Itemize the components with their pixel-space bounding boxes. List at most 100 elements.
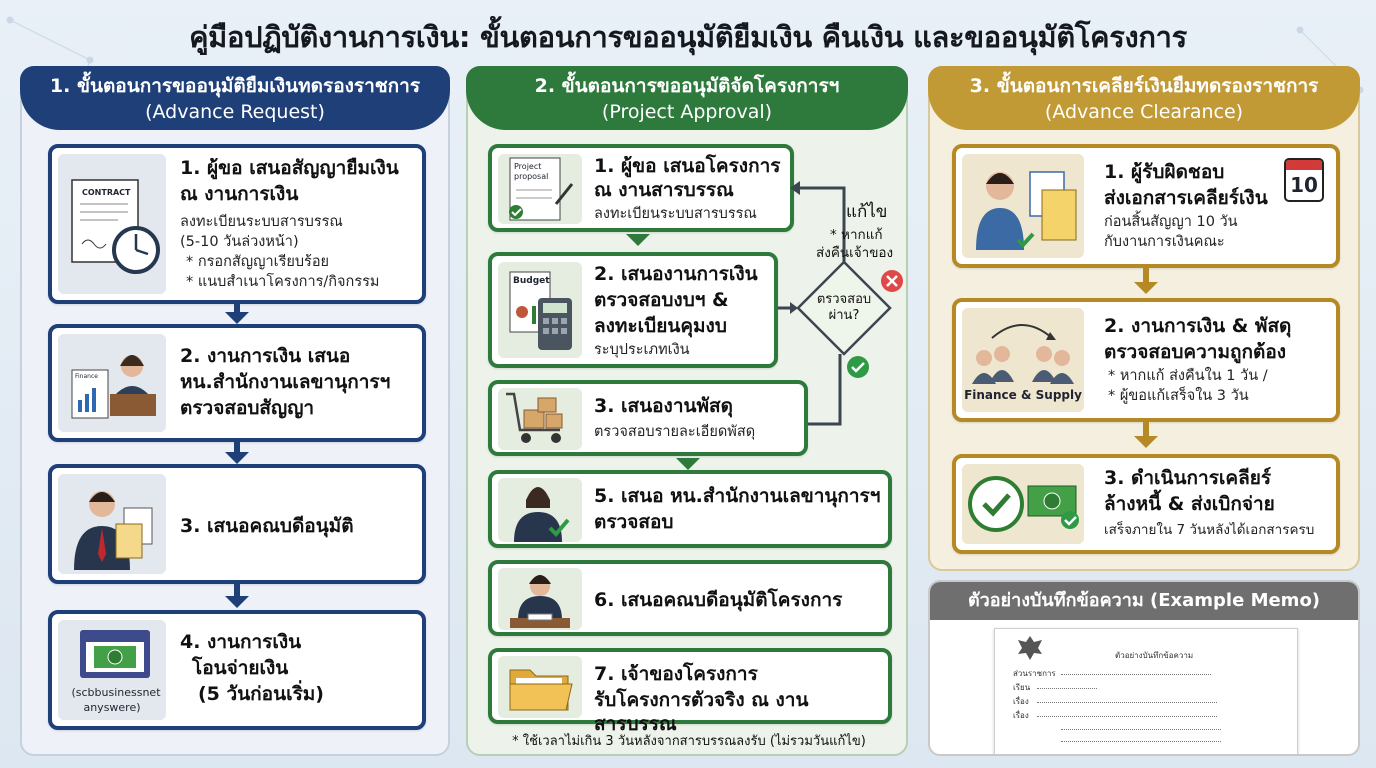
memo-field-line (1061, 674, 1211, 675)
clearance-step-1-title-2: ส่งเอกสารเคลียร์เงิน (1104, 187, 1268, 209)
memo-field-line (1037, 702, 1217, 703)
project-step-1-line: ลงทะเบียนระบบสารบรรณ (594, 206, 757, 222)
flow-arrow-head (225, 596, 249, 608)
project-step-7-title-2: รับโครงการตัวจริง ณ งานสารบรรณ (594, 689, 809, 735)
advance-clearance-subtitle: (Advance Clearance) (1044, 101, 1244, 123)
proposal-label-2: proposal (514, 172, 549, 181)
fix-title: แก้ไข (846, 202, 888, 222)
review-loop-diagram (778, 181, 903, 426)
project-step-3-card: 3. เสนองานพัสดุ ตรวจสอบรายละเอียดพัสดุ (488, 380, 808, 456)
project-step-2-title-2: ตรวจสอบงบฯ & (594, 289, 729, 311)
dean-signing-icon (498, 568, 582, 630)
decision-label: ตรวจสอบ ผ่าน? (816, 292, 872, 323)
memo-document: ตัวอย่างบันทึกข้อความ ส่วนราชการ เรียน เ… (994, 628, 1298, 754)
project-approval-title: 2. ขั้นตอนการขออนุมัติจัดโครงการฯ (534, 75, 840, 97)
project-step-7-card: 7. เจ้าของโครงการ รับโครงการตัวจริง ณ งา… (488, 648, 892, 735)
finance-officer-icon: Finance (58, 334, 166, 432)
advance-step-2-title: 2. งานการเงิน เสนอ (180, 345, 351, 367)
clearance-step-2-title: 2. งานการเงิน & พัสดุ (1104, 315, 1292, 337)
project-approval-subtitle: (Project Approval) (601, 101, 773, 123)
finance-supply-team-icon: Finance & Supply (962, 308, 1084, 412)
advance-step-4-card: (scbbusinessnet anyswere) 4. งานการเงิน … (48, 610, 426, 730)
page-title: คู่มือปฏิบัติงานการเงิน: ขั้นตอนการขออนุ… (189, 20, 1187, 54)
example-memo-header: ตัวอย่างบันทึกข้อความ (Example Memo) (930, 582, 1358, 620)
advance-step-1-card: CONTRACT 1. ผู้ขอ เสนอสัญญายืมเงิน ณ งาน… (48, 144, 426, 304)
scb-label-2: anyswere) (83, 701, 141, 714)
advance-request-title: 1. ขั้นตอนการขออนุมัติยืมเงินทดรองราชการ (49, 75, 421, 97)
advance-request-panel: 1. ขั้นตอนการขออนุมัติยืมเงินทดรองราชการ… (20, 66, 450, 756)
advance-step-2-card: Finance 2. งานการเงิน เสนอ หน.สำนักงานเล… (48, 324, 426, 442)
project-step-2-title-3: ลงทะเบียนคุมงบ (594, 315, 727, 337)
flow-arrow (234, 584, 240, 598)
project-step-2-title: 2. เสนองานการเงิน (594, 263, 758, 285)
project-step-3-line: ตรวจสอบรายละเอียดพัสดุ (594, 424, 756, 440)
memo-field-line (1037, 688, 1097, 689)
advance-request-subtitle: (Advance Request) (145, 101, 325, 123)
project-step-1-card: Project proposal 1. ผู้ขอ เสนอโครงการ ณ … (488, 144, 794, 232)
project-step-5-card: 5. เสนอ หน.สำนักงานเลขานุการฯ ตรวจสอบ (488, 470, 892, 548)
finance-label: Finance (75, 373, 98, 380)
project-step-1-title: 1. ผู้ขอ เสนอโครงการ (594, 155, 781, 177)
clearance-step-1-title: 1. ผู้รับผิดชอบ (1104, 161, 1225, 183)
flow-arrow-head (225, 452, 249, 464)
check-money-icon (962, 464, 1084, 544)
advance-step-1-line: (5-10 วันล่วงหน้า) (180, 234, 299, 250)
advance-step-4-title-2: โอนจ่ายเงิน (192, 657, 289, 679)
memo-field: ส่วนราชการ (1013, 669, 1056, 678)
clearance-step-3-title-2: ล้างหนี้ & ส่งเบิกจ่าย (1104, 493, 1275, 515)
project-footnote: * ใช้เวลาไม่เกิน 3 วันหลังจากสารบรรณลงรั… (512, 734, 866, 749)
project-step-5-title-2: ตรวจสอบ (594, 511, 674, 533)
project-step-3-title: 3. เสนองานพัสดุ (594, 395, 733, 417)
project-step-6-card: 6. เสนอคณบดีอนุมัติโครงการ (488, 560, 892, 636)
clearance-step-2-title-2: ตรวจสอบความถูกต้อง (1104, 341, 1287, 363)
advance-step-4-title: 4. งานการเงิน (180, 631, 302, 653)
clearance-step-2-line: * หากแก้ ส่งคืนใน 1 วัน / (1108, 368, 1268, 384)
project-step-5-title: 5. เสนอ หน.สำนักงานเลขานุการฯ (594, 485, 881, 507)
calendar-value: 10 (1290, 173, 1318, 197)
clearance-step-1-line: ก่อนสิ้นสัญญา 10 วัน (1104, 214, 1238, 230)
project-step-2-card: Budget 2. เสนองานการเงิน ตรวจสอบงบฯ & ลง… (488, 252, 778, 368)
memo-body-line (1061, 729, 1221, 730)
project-step-6-title: 6. เสนอคณบดีอนุมัติโครงการ (594, 589, 843, 611)
flow-arrow-head (626, 234, 650, 246)
advance-request-header: 1. ขั้นตอนการขออนุมัติยืมเงินทดรองราชการ… (20, 66, 450, 130)
money-transfer-icon: (scbbusinessnet anyswere) (58, 620, 166, 720)
advance-step-3-title: 3. เสนอคณบดีอนุมัติ (180, 515, 354, 537)
memo-doc-title: ตัวอย่างบันทึกข้อความ (1115, 651, 1194, 660)
advance-step-1-line: ลงทะเบียนระบบสารบรรณ (180, 214, 343, 230)
project-step-2-line: ระบุประเภทเงิน (594, 342, 690, 358)
clearance-step-3-card: 3. ดำเนินการเคลียร์ ล้างหนี้ & ส่งเบิกจ่… (952, 454, 1340, 554)
example-memo-panel: ตัวอย่างบันทึกข้อความ (Example Memo) ตัว… (928, 580, 1360, 756)
flow-arrow (234, 442, 240, 454)
flow-arrow-head (1134, 282, 1158, 294)
flow-arrow-head (1134, 436, 1158, 448)
budget-calculator-icon: Budget (498, 262, 582, 358)
proposal-label-1: Project (514, 162, 542, 171)
clearance-step-2-line: * ผู้ขอแก้เสร็จใน 3 วัน (1108, 388, 1249, 404)
project-approval-panel: 2. ขั้นตอนการขออนุมัติจัดโครงการฯ (Proje… (466, 66, 908, 756)
finance-supply-label: Finance & Supply (964, 388, 1082, 402)
flow-arrow (234, 304, 240, 314)
contract-clock-icon: CONTRACT (58, 154, 166, 294)
advance-step-2-title-2: หน.สำนักงานเลขานุการฯ (180, 371, 391, 393)
advance-step-2-title-3: ตรวจสอบสัญญา (180, 397, 315, 419)
clearance-step-3-title: 3. ดำเนินการเคลียร์ (1104, 467, 1272, 489)
garuda-emblem-icon (1018, 636, 1042, 660)
memo-field: เรื่อง (1013, 697, 1029, 706)
fix-note-2: ส่งคืนเจ้าของ (816, 245, 894, 261)
memo-field: เรื่อง (1013, 711, 1029, 720)
clearance-step-2-card: Finance & Supply 2. งานการเงิน & พัสดุ ต… (952, 298, 1340, 422)
clearance-step-1-card: 1. ผู้รับผิดชอบ ส่งเอกสารเคลียร์เงิน ก่อ… (952, 144, 1340, 268)
advance-step-3-card: 3. เสนอคณบดีอนุมัติ (48, 464, 426, 584)
advance-clearance-header: 3. ขั้นตอนการเคลียร์เงินยืมทดรองราชการ (… (928, 66, 1360, 130)
memo-field: เรียน (1013, 683, 1031, 692)
supply-cart-icon (498, 388, 582, 450)
advance-step-1-title-2: ณ งานการเงิน (180, 183, 299, 205)
advance-clearance-panel: 3. ขั้นตอนการเคลียร์เงินยืมทดรองราชการ (… (928, 66, 1360, 571)
flow-arrow (1143, 422, 1149, 438)
project-step-7-title: 7. เจ้าของโครงการ (594, 663, 758, 685)
project-approval-header: 2. ขั้นตอนการขออนุมัติจัดโครงการฯ (Proje… (466, 66, 908, 130)
advance-step-4-title-3: (5 วันก่อนเริ่ม) (198, 683, 324, 705)
advance-clearance-title: 3. ขั้นตอนการเคลียร์เงินยืมทดรองราชการ (969, 75, 1319, 97)
flow-arrow-head (225, 312, 249, 324)
